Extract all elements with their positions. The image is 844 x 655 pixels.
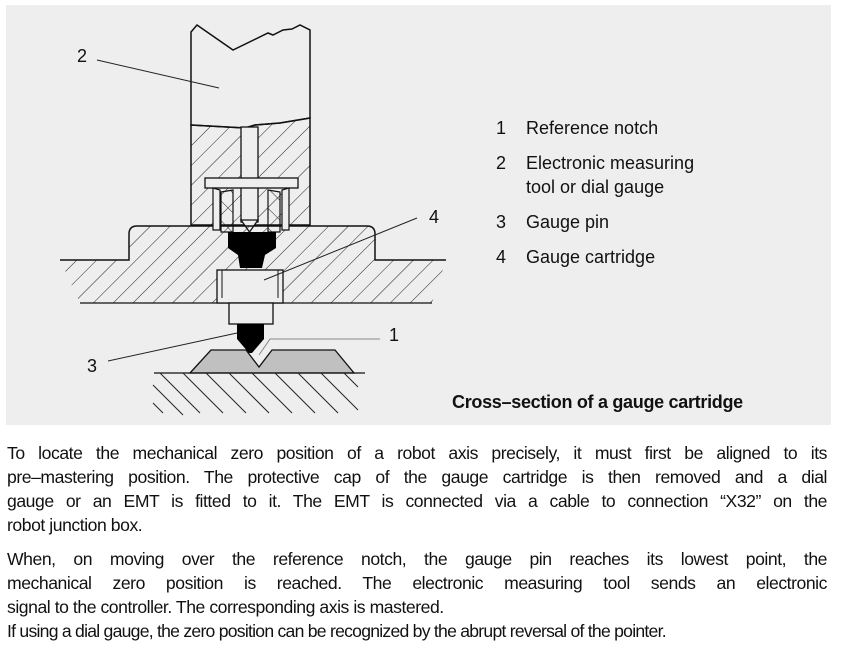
legend-text: Electronic measuring tool or dial gauge xyxy=(526,153,695,197)
legend-item: 2 Electronic measuring tool or dial gaug… xyxy=(496,151,746,199)
legend-number: 1 xyxy=(496,118,507,138)
paragraph-line: If using a dial gauge, the zero position… xyxy=(7,621,667,641)
paragraph-line: robot junction box. xyxy=(7,515,143,535)
figure-legend: 1 Reference notch 2 Electronic measuring… xyxy=(496,116,746,280)
gauge-pin xyxy=(237,324,264,353)
legend-text: Gauge pin xyxy=(526,212,610,232)
leader-line-1 xyxy=(258,338,380,356)
black-insert xyxy=(228,232,276,268)
leader-line-4 xyxy=(263,217,418,281)
paragraph-2: When, on moving over the reference notch… xyxy=(7,547,827,643)
gauge-cartridge xyxy=(216,269,284,304)
paragraph-1: To locate the mechanical zero position o… xyxy=(7,441,827,537)
legend-number: 4 xyxy=(496,247,507,267)
legend-item: 1 Reference notch xyxy=(496,116,746,140)
leader-line-2 xyxy=(96,59,220,89)
gauge-cartridge-figure: 2 4 1 3 1 Reference notch 2 Electronic m… xyxy=(6,5,831,425)
paragraph-line: signal to the controller. The correspond… xyxy=(7,597,444,617)
callout-2: 2 xyxy=(77,46,88,66)
paragraph-line: pre–mastering position. The protective c… xyxy=(7,467,827,487)
paragraph-line: gauge or an EMT is fitted to it. The EMT… xyxy=(7,491,827,511)
legend-item: 4 Gauge cartridge xyxy=(496,245,746,269)
cross-section-drawing xyxy=(60,23,446,416)
paragraph-line: mechanical zero position is reached. The… xyxy=(7,573,827,593)
leader-line-3 xyxy=(107,332,238,362)
paragraph-line: To locate the mechanical zero position o… xyxy=(7,443,827,463)
reference-notch xyxy=(188,349,356,374)
legend-number: 2 xyxy=(496,153,507,173)
callout-1: 1 xyxy=(389,325,400,345)
measuring-tool-body xyxy=(190,23,311,129)
callout-3: 3 xyxy=(87,356,98,376)
callout-4: 4 xyxy=(429,207,440,227)
paragraph-line: When, on moving over the reference notch… xyxy=(7,549,827,569)
figure-caption: Cross–section of a gauge cartridge xyxy=(452,392,743,412)
legend-number: 3 xyxy=(496,212,507,232)
legend-item: 3 Gauge pin xyxy=(496,210,746,234)
legend-text: Gauge cartridge xyxy=(526,247,656,267)
legend-text: Reference notch xyxy=(526,118,659,138)
